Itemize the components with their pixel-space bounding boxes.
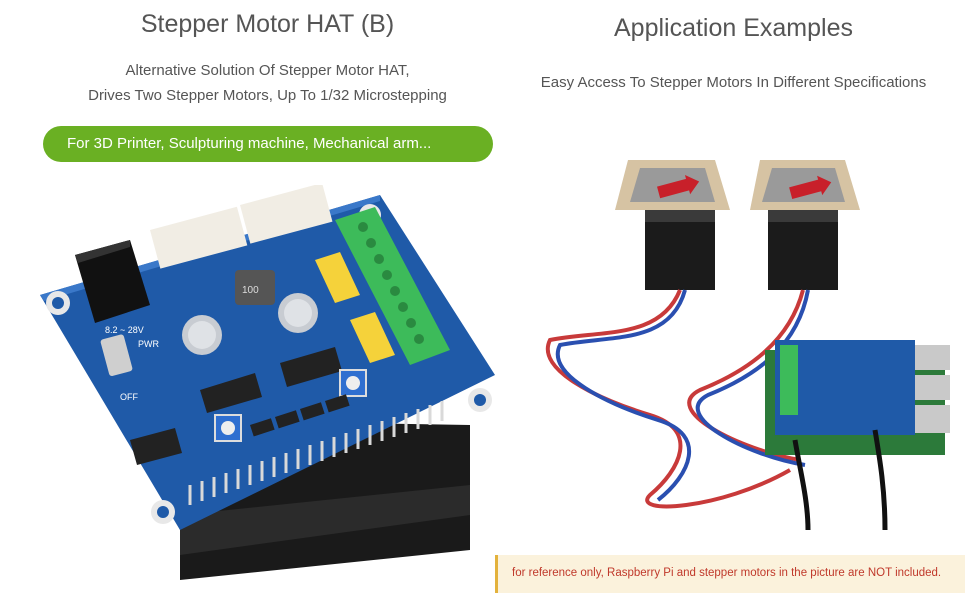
motor-cable <box>545 289 791 509</box>
arrow-icon <box>657 174 700 199</box>
product-title: Stepper Motor HAT (B) <box>140 10 395 38</box>
usb-port <box>915 375 950 400</box>
disclaimer-text: for reference only, Raspberry Pi and ste… <box>512 567 942 579</box>
power-switch <box>100 334 133 377</box>
ethernet-port <box>915 405 950 433</box>
svg-text:0: 0 <box>125 449 130 459</box>
jumper-block <box>315 252 360 303</box>
usb-port <box>915 345 950 370</box>
svg-text:100: 100 <box>242 285 259 296</box>
jumper-block <box>350 312 395 363</box>
stepper-motor <box>645 210 715 290</box>
application-panel: Application Examples Easy Access To Step… <box>500 0 970 600</box>
power-cord <box>872 429 888 531</box>
motor-connector-b <box>240 185 333 244</box>
resistor <box>325 394 350 413</box>
resistor <box>275 410 300 429</box>
motor-cable <box>687 289 805 462</box>
dip-switch <box>130 428 182 465</box>
product-subtitle-line-1: Alternative Solution Of Stepper Motor HA… <box>125 62 410 79</box>
arrow-icon <box>789 175 832 199</box>
product-subtitle-line-2: Drives Two Stepper Motors, Up To 1/32 Mi… <box>88 87 447 104</box>
svg-text:OFF: OFF <box>120 392 138 402</box>
screw-terminal-block <box>780 345 798 415</box>
inductor <box>235 270 275 305</box>
product-panel: Stepper Motor HAT (B) Alternative Soluti… <box>40 10 495 580</box>
driver-chip <box>280 347 342 387</box>
application-subtitle: Easy Access To Stepper Motors In Differe… <box>540 74 927 91</box>
disclaimer-note: for reference only, Raspberry Pi and ste… <box>495 555 965 593</box>
application-example-image <box>545 160 950 531</box>
stepper-hat-mounted <box>775 340 915 435</box>
screw-terminal-block <box>335 207 450 365</box>
dc-power-jack <box>75 240 150 323</box>
svg-text:PWR: PWR <box>138 339 159 349</box>
svg-text:8.2 ~ 28V: 8.2 ~ 28V <box>105 325 144 335</box>
stepper-hat-board-image: 100 <box>40 185 495 580</box>
stepper-motor <box>768 210 838 290</box>
use-case-tag: For 3D Printer, Sculpturing machine, Mec… <box>43 126 493 162</box>
resistor <box>250 418 275 437</box>
application-title: Application Examples <box>613 14 853 42</box>
resistor <box>300 402 325 421</box>
motor-connector-a <box>150 206 248 269</box>
driver-chip <box>200 373 262 413</box>
